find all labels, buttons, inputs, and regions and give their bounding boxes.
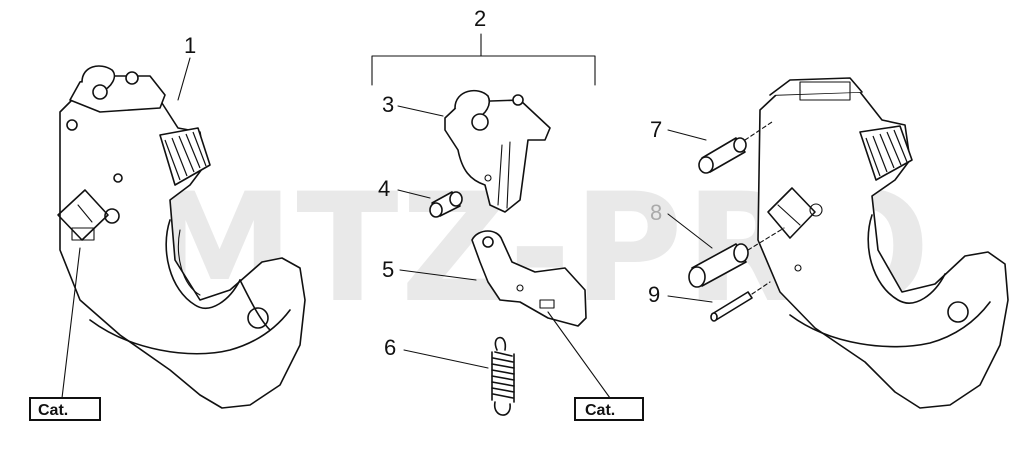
hook-assembly-left: [57, 57, 306, 409]
leader-4: [397, 189, 431, 199]
callout-3: 3: [382, 92, 394, 117]
callout-1: 1: [184, 33, 196, 58]
part-3-latch: [444, 89, 551, 213]
leader-9: [667, 295, 713, 303]
callout-6: 6: [384, 335, 396, 360]
part-9-pin: [710, 281, 771, 322]
leader-1: [177, 57, 191, 101]
leader-cat-left: [61, 247, 81, 399]
part-5-cam-lever: [471, 230, 587, 327]
cat-label-left: Cat.: [29, 397, 101, 421]
cat-label-middle: Cat.: [574, 397, 644, 421]
part-4-bushing: [429, 191, 463, 218]
leader-3: [397, 105, 444, 117]
leader-5: [399, 269, 477, 281]
callout-7: 7: [650, 117, 662, 142]
kit-bracket: [371, 33, 596, 86]
cat-label-left-text: Cat.: [38, 402, 68, 419]
part-7-sleeve: [698, 121, 773, 174]
leader-6: [403, 349, 489, 369]
leader-cat-middle: [547, 311, 611, 399]
part-6-spring: [491, 336, 515, 416]
part-8-sleeve: [688, 227, 785, 288]
cat-label-middle-text: Cat.: [585, 402, 615, 419]
callout-2: 2: [474, 6, 486, 31]
callout-4: 4: [378, 176, 390, 201]
leader-7: [667, 129, 707, 141]
callout-9: 9: [648, 282, 660, 307]
callout-5: 5: [382, 257, 394, 282]
callout-8: 8: [650, 200, 662, 225]
hook-assembly-right: [757, 77, 1009, 409]
leader-8: [667, 213, 713, 249]
